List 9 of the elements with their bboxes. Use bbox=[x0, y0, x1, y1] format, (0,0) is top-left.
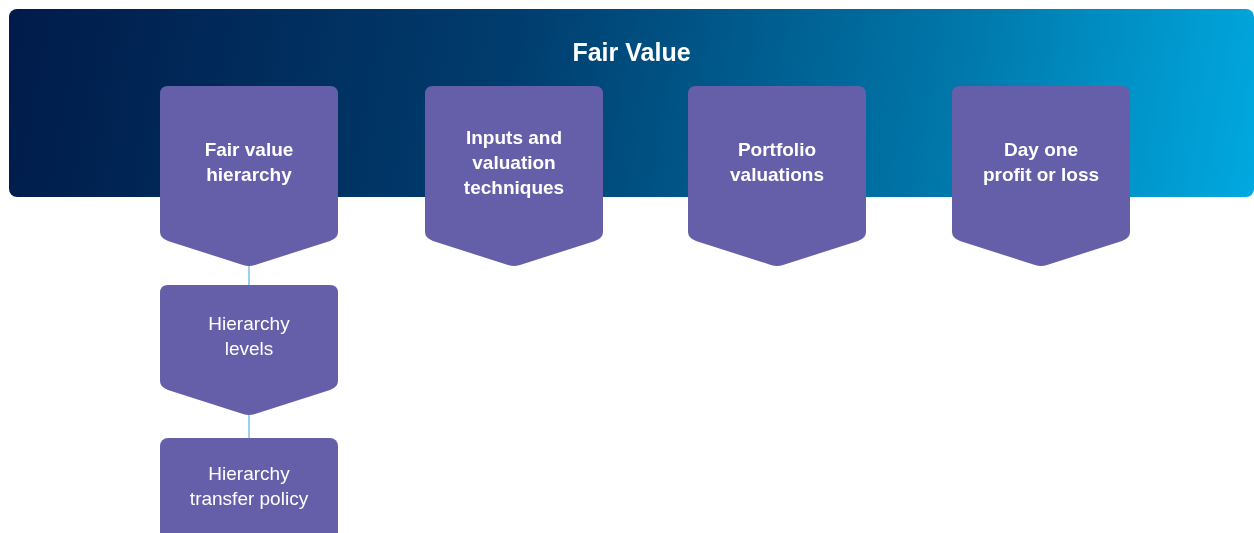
node-label: Inputs and valuation techniques bbox=[462, 125, 566, 200]
connector-line bbox=[248, 265, 250, 286]
node-label: Hierarchy levels bbox=[207, 312, 291, 361]
node-label: Hierarchy transfer policy bbox=[188, 461, 310, 511]
node-label: Fair value hierarchy bbox=[203, 138, 295, 187]
connector-line bbox=[248, 414, 250, 439]
node-label: Portfolio valuations bbox=[729, 138, 825, 187]
banner-title: Fair Value bbox=[572, 37, 691, 68]
node-label: Day one profit or loss bbox=[981, 138, 1101, 187]
